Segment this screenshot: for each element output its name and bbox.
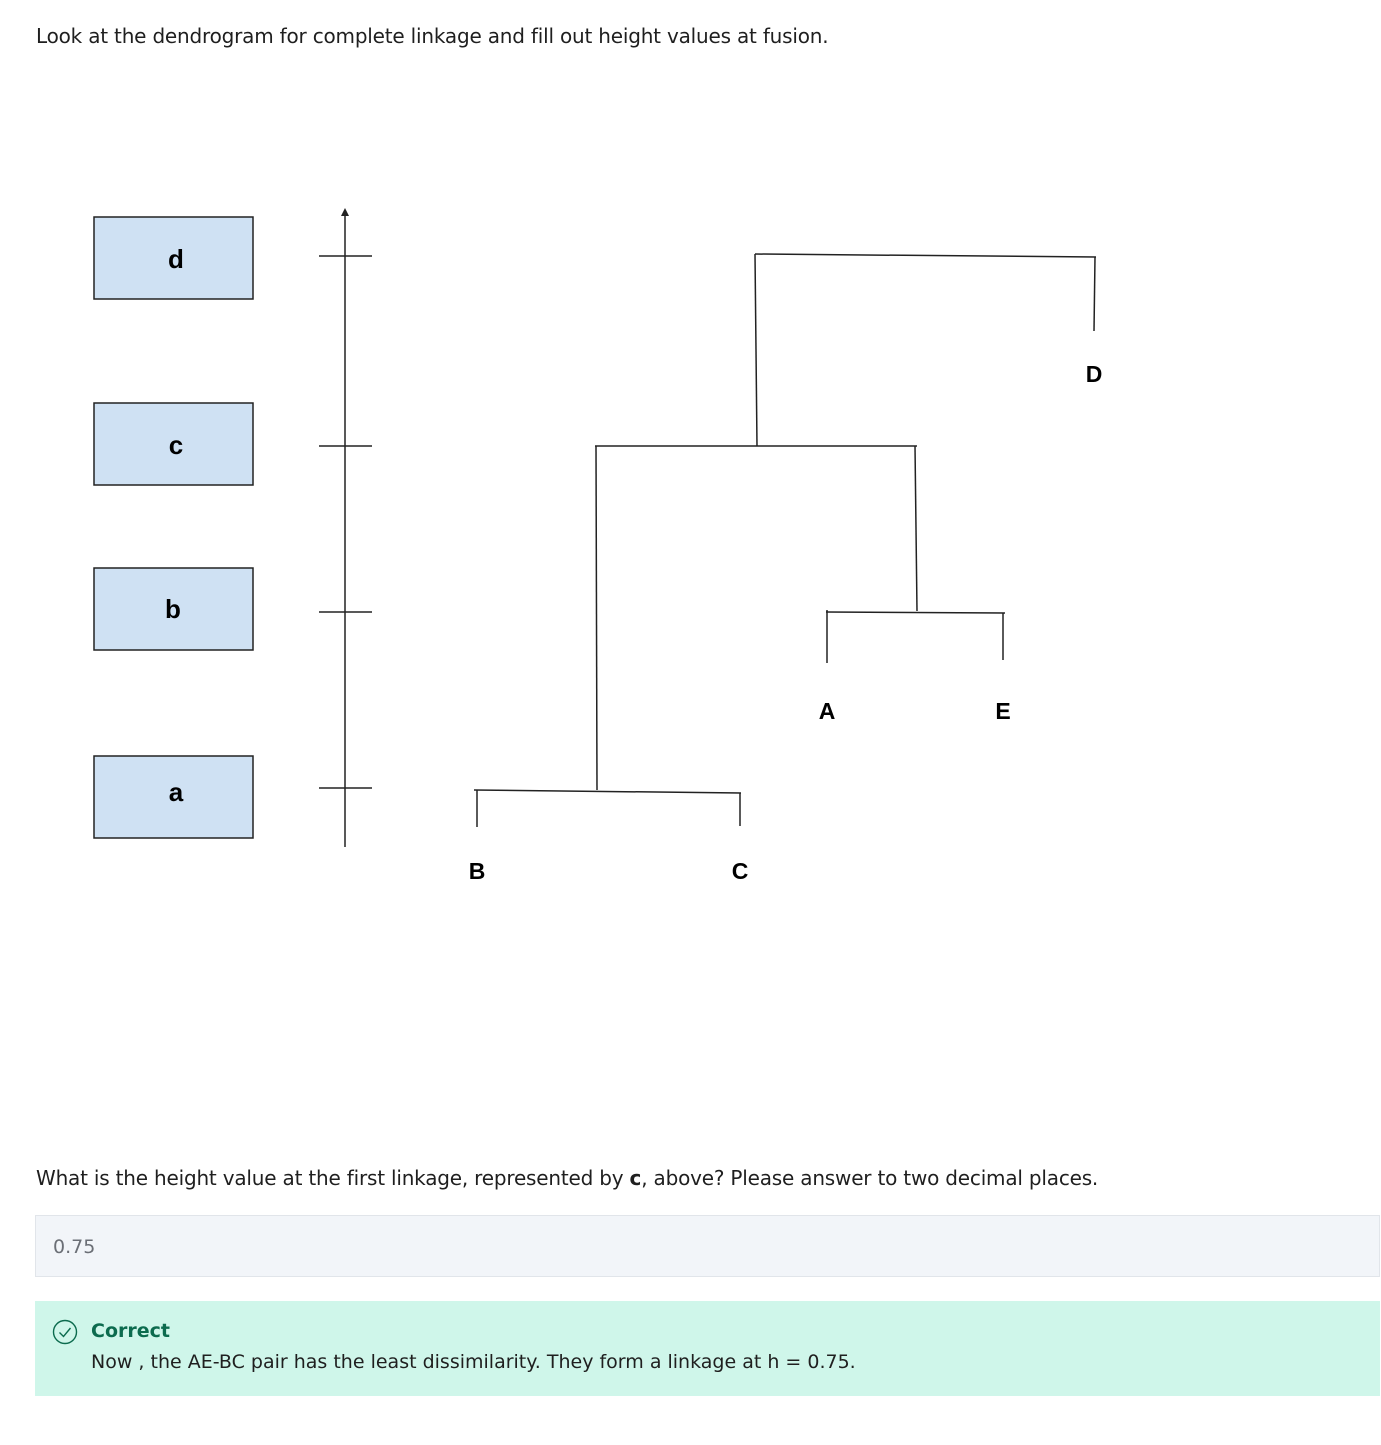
instruction-text: Look at the dendrogram for complete link… (36, 24, 829, 48)
merge-ae-bar (825, 611, 1006, 614)
feedback-message: Now , the AE-BC pair has the least dissi… (91, 1351, 856, 1373)
axis-arrow-icon (341, 208, 349, 216)
question-text-before: What is the height value at the first li… (36, 1166, 630, 1190)
height-box-b: b (93, 567, 254, 651)
leaf-label-d: D (1086, 361, 1103, 387)
feedback-status: Correct (91, 1320, 170, 1342)
question-text-after: , above? Please answer to two decimal pl… (641, 1166, 1099, 1190)
height-box-a: a (93, 755, 254, 839)
height-box-c: c (93, 402, 254, 486)
question-text: What is the height value at the first li… (36, 1166, 1098, 1190)
leaf-label-e: E (995, 698, 1010, 724)
answer-field[interactable]: 0.75 (35, 1215, 1380, 1277)
leaf-label-b: B (469, 858, 486, 884)
leaf-label-c: C (732, 858, 749, 884)
merge-bc-bar (473, 789, 742, 794)
height-box-label-d: d (168, 244, 184, 274)
merge-root-bar (754, 253, 1097, 258)
height-box-label-a: a (169, 777, 184, 807)
height-box-label-b: b (165, 594, 181, 624)
feedback-panel: Correct Now , the AE-BC pair has the lea… (35, 1301, 1380, 1396)
dendrogram-tree (473, 253, 1097, 827)
branch-ae (914, 445, 918, 612)
height-box-label-c: c (169, 430, 183, 460)
branch-bc (595, 445, 598, 791)
check-circle-icon (52, 1319, 78, 1345)
question-text-bold: c (629, 1166, 642, 1190)
answer-value: 0.75 (53, 1236, 96, 1258)
height-axis (319, 208, 372, 847)
branch-d (1093, 256, 1096, 332)
dendrogram-svg: d c b a (93, 208, 1103, 884)
leaf-label-a: A (819, 698, 836, 724)
height-box-d: d (93, 216, 254, 300)
dendrogram-figure: d c b a (0, 190, 1381, 910)
branch-bcae (754, 253, 758, 447)
